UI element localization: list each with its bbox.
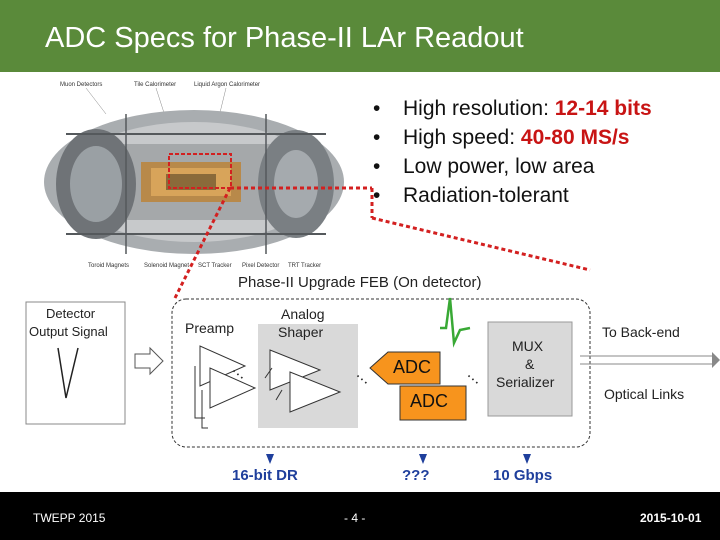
detector-output-box <box>25 301 126 425</box>
mux-serializer-box <box>487 321 573 417</box>
atlas-detector-image: Muon Detectors Tile Calorimeter Liquid A… <box>26 74 354 270</box>
shaper-label-1: Analog <box>281 306 325 322</box>
slide-title: ADC Specs for Phase-II LAr Readout <box>45 22 524 54</box>
feb-title: Phase-II Upgrade FEB (On detector) <box>238 274 482 291</box>
bullet-resolution: •High resolution: 12-14 bits <box>373 97 652 120</box>
detector-output-label-2: Output Signal <box>29 324 108 339</box>
bullet-power: •Low power, low area <box>373 155 595 178</box>
bullet-radiation: •Radiation-tolerant <box>373 184 569 207</box>
zoom-connector-lines <box>173 186 591 299</box>
adc-back-label: ADC <box>410 391 449 411</box>
detector-label-muon: Muon Detectors <box>60 82 102 88</box>
adc-front-shape <box>369 351 441 385</box>
mux-label-2: & <box>525 356 535 372</box>
feb-dashed-box <box>171 298 591 448</box>
mux-label-1: MUX <box>512 338 544 354</box>
detector-label-lar: Liquid Argon Calorimeter <box>194 82 260 88</box>
input-arrow <box>134 346 164 376</box>
gbps-label: 10 Gbps <box>493 467 553 484</box>
detector-label-sct: SCT Tracker <box>198 263 232 269</box>
footer-date: 2015-10-01 <box>640 511 702 525</box>
detector-label-trt: TRT Tracker <box>288 263 321 269</box>
detector-label-toroid: Toroid Magnets <box>88 263 129 269</box>
detector-label-pixel: Pixel Detector <box>242 263 279 269</box>
spec-bullet-list: •High resolution: 12-14 bits •High speed… <box>373 94 652 210</box>
to-backend-label: To Back-end <box>602 324 680 340</box>
footer-conference: TWEPP 2015 <box>33 511 106 525</box>
footer-page-number: - 4 - <box>344 511 366 525</box>
detector-label-tile: Tile Calorimeter <box>134 82 176 88</box>
title-bar <box>0 0 720 72</box>
pulse-waveform-icon <box>440 297 471 348</box>
adc-front-label: ADC <box>393 357 432 377</box>
footer-bar: TWEPP 2015 - 4 - 2015-10-01 <box>0 492 720 540</box>
optical-links-label: Optical Links <box>604 386 685 402</box>
detector-output-label-1: Detector <box>46 306 96 321</box>
shaper-label-2: Shaper <box>278 324 324 340</box>
dr-label: 16-bit DR <box>232 467 298 484</box>
preamp-label: Preamp <box>185 320 235 336</box>
unknown-label: ??? <box>402 467 430 484</box>
mux-label-3: Serializer <box>496 374 555 390</box>
detector-label-solenoid: Solenoid Magnet <box>144 263 189 269</box>
feb-block-diagram: Phase-II Upgrade FEB (On detector) Detec… <box>0 268 720 493</box>
adc-back-box <box>399 385 467 421</box>
bullet-speed: •High speed: 40-80 MS/s <box>373 126 630 149</box>
